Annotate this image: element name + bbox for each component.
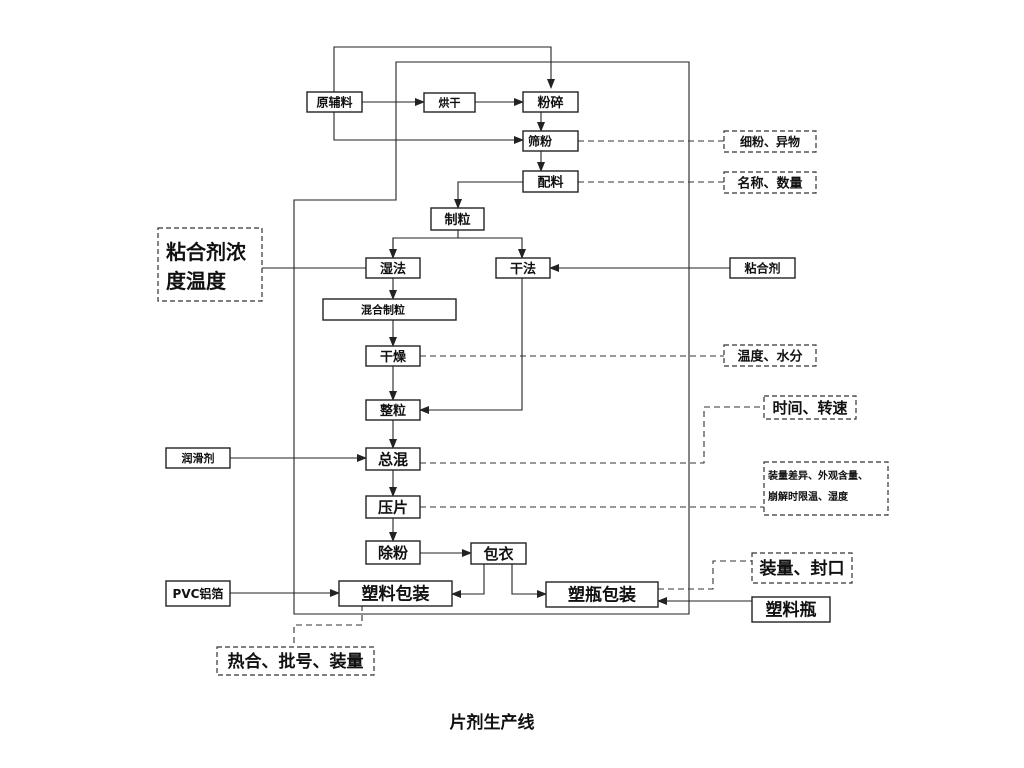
check-link-blister	[293, 605, 363, 647]
node-coating-label: 包衣	[483, 545, 513, 563]
node-raw-material: 原辅料	[306, 91, 363, 113]
node-dedusting: 除粉	[365, 540, 421, 565]
node-bottle-packaging-label: 塑瓶包装	[568, 585, 636, 606]
node-crushing: 粉碎	[522, 91, 579, 113]
node-drying-label: 干燥	[380, 349, 407, 365]
input-plastic-bottle-label: 塑料瓶	[766, 600, 817, 621]
node-mixing-granulation-label: 混合制粒	[361, 303, 405, 317]
check-batching: 名称、数量	[723, 171, 817, 194]
node-total-mixing-label: 总混	[378, 451, 408, 469]
node-drying-oven-label: 烘干	[439, 96, 461, 110]
input-lubricant-label: 润滑剂	[182, 451, 215, 465]
clean-zone-boundary	[293, 61, 690, 615]
check-mixing-label: 时间、转速	[772, 399, 847, 417]
input-lubricant: 润滑剂	[165, 447, 231, 469]
check-binder-concentration: 粘合剂浓 度温度	[157, 227, 263, 302]
check-blister: 热合、批号、装量	[216, 646, 375, 676]
node-tableting-label: 压片	[378, 499, 408, 517]
node-granulation-label: 制粒	[444, 212, 470, 228]
check-batching-label: 名称、数量	[737, 176, 802, 192]
check-binder-concentration-line2: 度温度	[166, 269, 227, 293]
flow-granulate-split	[392, 230, 522, 258]
node-dedusting-label: 除粉	[378, 544, 408, 562]
check-mixing: 时间、转速	[763, 395, 857, 420]
node-dry-method-label: 干法	[510, 261, 536, 277]
node-bottle-packaging: 塑瓶包装	[545, 581, 659, 608]
node-mixing-granulation: 混合制粒	[322, 298, 457, 321]
node-sizing-label: 整粒	[379, 403, 406, 419]
node-wet-method: 湿法	[365, 257, 421, 279]
check-bottle: 装量、封口	[751, 552, 853, 584]
node-blister-packaging-label: 塑料包装	[362, 584, 430, 605]
check-tableting-line1: 装量差异、外观含量、	[767, 469, 868, 482]
bypass-loop-top	[333, 46, 555, 92]
input-binder: 粘合剂	[729, 257, 796, 279]
flow-coat-to-blister	[451, 564, 485, 598]
node-batching-label: 配料	[537, 175, 563, 191]
input-pvc-foil: PVC铝箔	[165, 580, 231, 607]
node-sieving-label: 筛粉	[528, 134, 552, 149]
node-coating: 包衣	[470, 542, 527, 565]
check-binder-concentration-line1: 粘合剂浓	[166, 240, 247, 264]
check-tableting: 装量差异、外观含量、 崩解时限温、湿度	[763, 461, 889, 516]
check-sieving: 细粉、异物	[723, 130, 817, 153]
node-blister-packaging: 塑料包装	[338, 580, 453, 607]
flow-coat-to-bottle	[511, 564, 547, 598]
node-crushing-label: 粉碎	[537, 95, 563, 111]
node-drying-oven: 烘干	[423, 92, 476, 113]
flow-drymethod-to-size	[419, 278, 523, 414]
input-pvc-foil-label: PVC铝箔	[173, 586, 224, 601]
input-binder-label: 粘合剂	[744, 261, 780, 276]
check-drying: 温度、水分	[723, 344, 817, 367]
node-total-mixing: 总混	[365, 447, 421, 471]
bypass-loop-bottom	[333, 112, 524, 144]
flow-batch-to-granulate	[454, 181, 523, 209]
node-sizing: 整粒	[365, 399, 421, 421]
check-tableting-line2: 崩解时限温、湿度	[768, 490, 849, 503]
check-bottle-label: 装量、封口	[759, 558, 845, 579]
node-batching: 配料	[522, 170, 579, 193]
check-blister-label: 热合、批号、装量	[228, 651, 364, 672]
check-link-mix	[420, 406, 764, 464]
node-sieving: 筛粉	[522, 130, 579, 152]
check-link-bottle	[658, 560, 752, 590]
diagram-title: 片剂生产线	[450, 712, 535, 733]
node-drying: 干燥	[365, 345, 421, 367]
check-sieving-label: 细粉、异物	[740, 134, 800, 149]
node-wet-method-label: 湿法	[380, 261, 406, 277]
node-tableting: 压片	[365, 495, 421, 519]
node-raw-material-label: 原辅料	[316, 95, 352, 110]
input-plastic-bottle: 塑料瓶	[751, 596, 831, 623]
check-drying-label: 温度、水分	[737, 349, 802, 365]
node-dry-method: 干法	[495, 257, 551, 279]
node-granulation: 制粒	[430, 207, 485, 231]
